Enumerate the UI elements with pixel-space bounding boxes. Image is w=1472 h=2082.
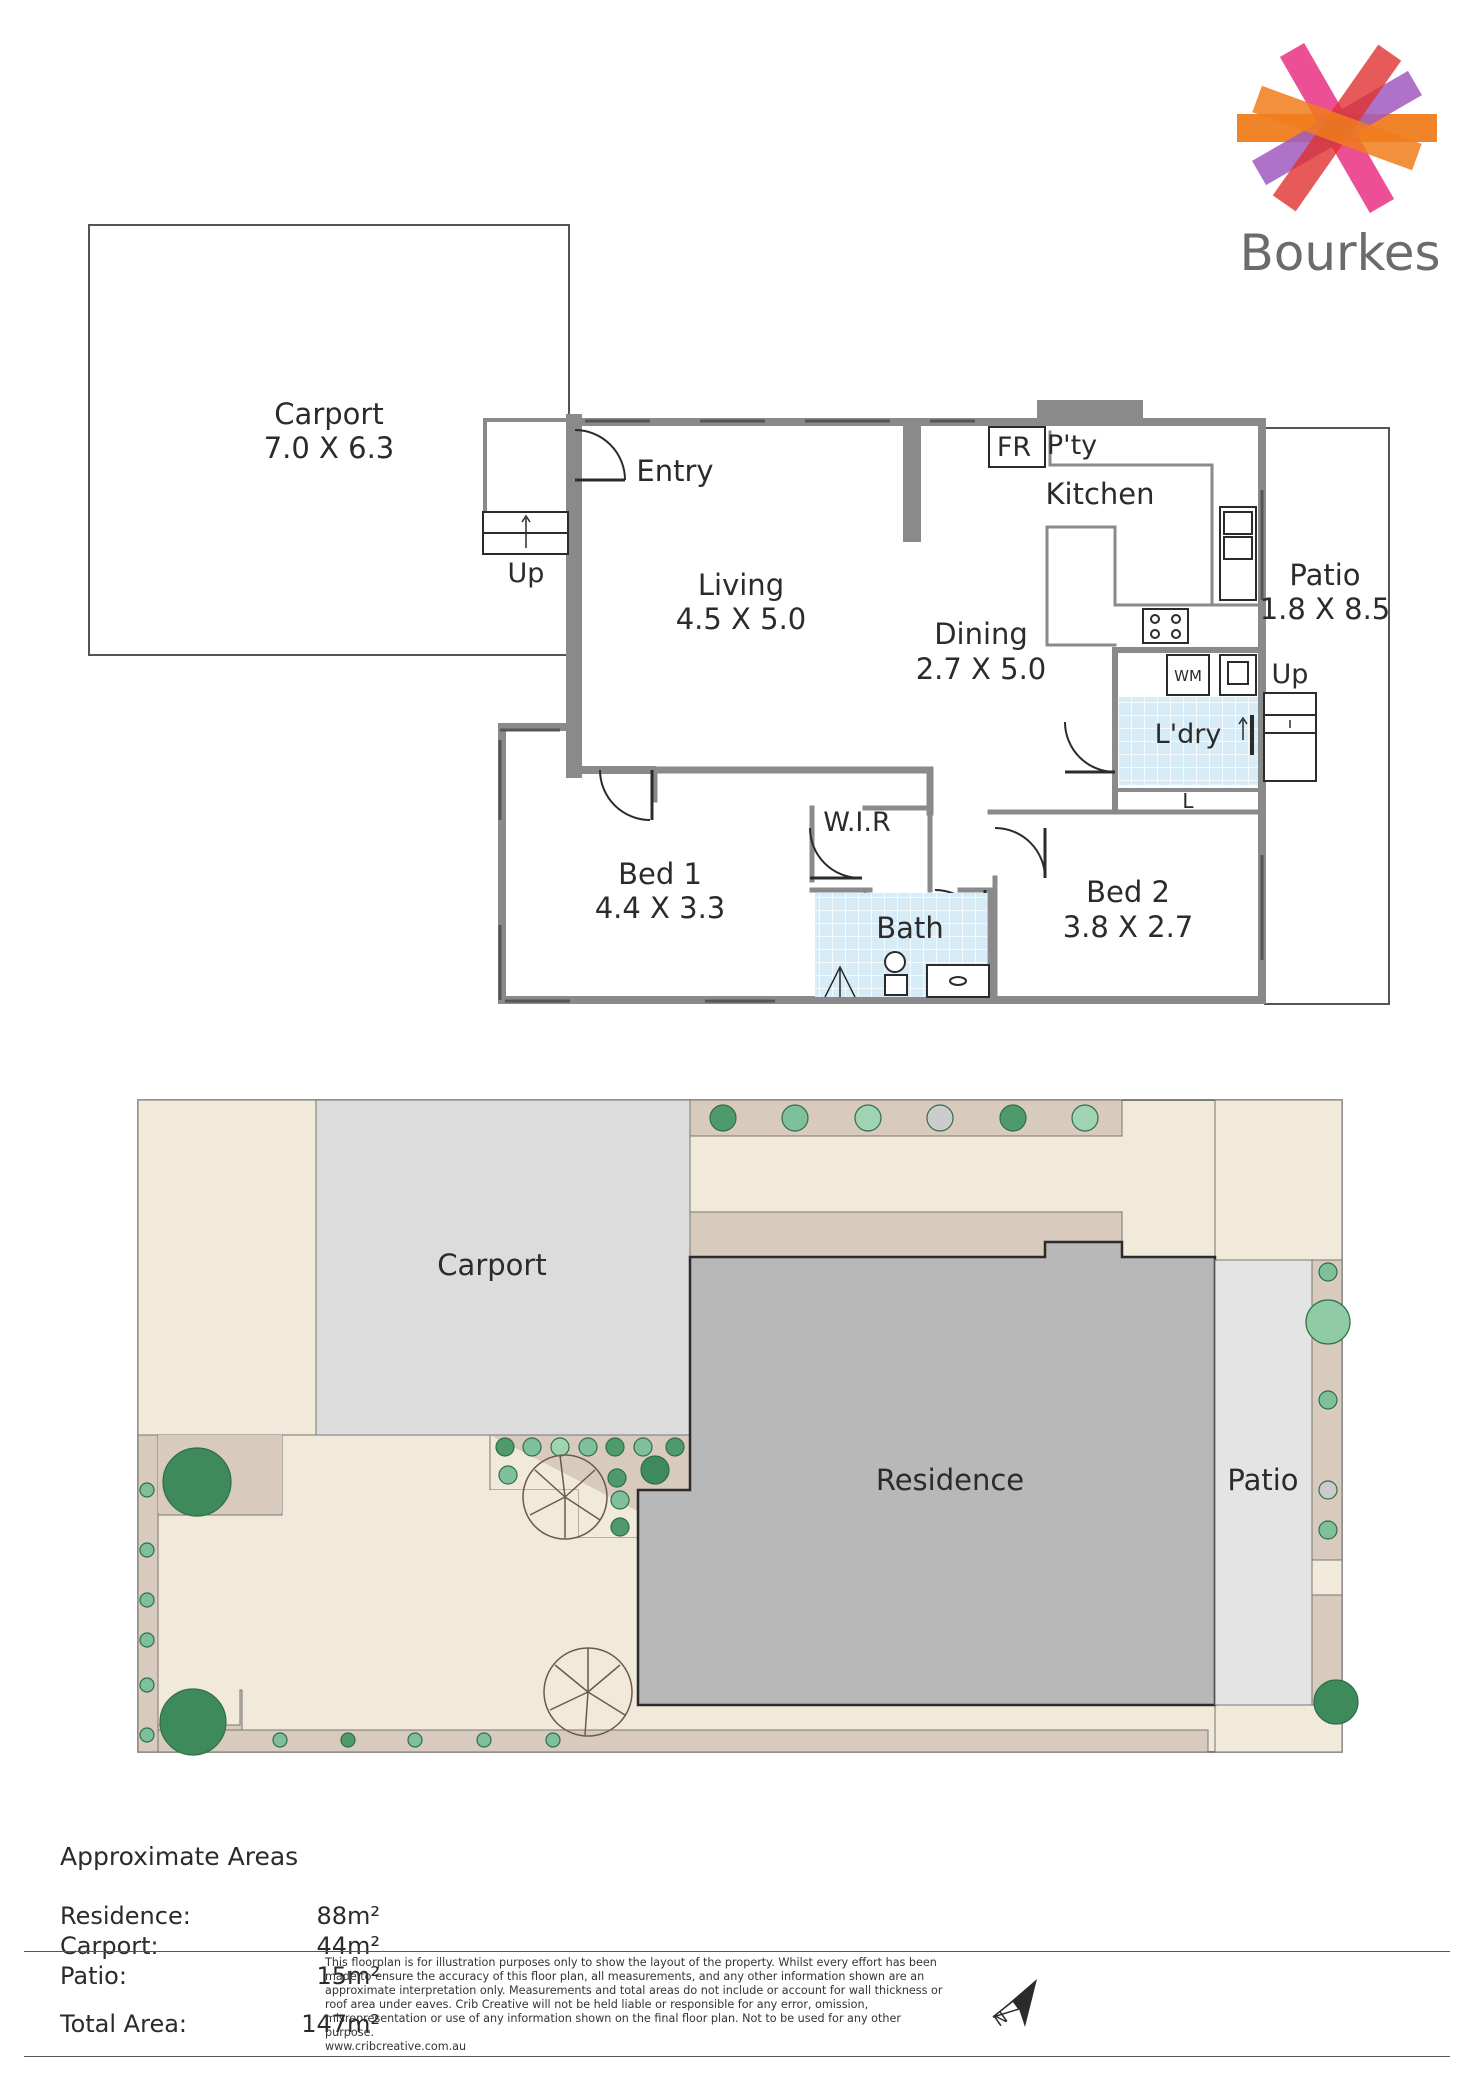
area-value: 44m² <box>316 1932 380 1960</box>
windows <box>498 419 1264 1003</box>
disclaimer-text: This floorplan is for illustration purpo… <box>325 1956 943 2039</box>
laundry-label: L'dry <box>1155 719 1222 750</box>
property-plan: Up Up <box>88 224 1391 1756</box>
north-arrow: N <box>985 1975 1045 2035</box>
small-plant-icon <box>139 1262 1338 1748</box>
toilet-icon <box>884 951 906 973</box>
shrub-icon <box>709 1104 1099 1132</box>
area-label: Total Area: <box>60 2010 187 2038</box>
bourkes-logo: Bourkes <box>1225 20 1455 290</box>
site-plan: Carport Residence Patio <box>137 1099 1359 1756</box>
area-value: 15m² <box>316 1962 380 1990</box>
floor-plan: Up Up <box>88 224 1391 1005</box>
washer-label: WM <box>1174 667 1202 685</box>
entry-label: Entry <box>636 454 713 488</box>
area-label: Carport: <box>60 1932 159 1960</box>
area-label: Patio: <box>60 1962 127 1990</box>
house-walls <box>483 400 1266 1004</box>
site-residence-label: Residence <box>876 1463 1024 1497</box>
living-dims: 4.5 X 5.0 <box>676 602 807 636</box>
bed2-label: Bed 2 <box>1086 875 1170 909</box>
pantry-label: P'ty <box>1047 430 1097 461</box>
site-carport <box>315 1099 691 1436</box>
site-patio <box>1214 1259 1313 1706</box>
laundry-fixtures <box>1166 654 1257 755</box>
cooktop-icon <box>1142 608 1189 644</box>
bed1-dims: 4.4 X 3.3 <box>595 891 726 925</box>
carport-dims: 7.0 X 6.3 <box>264 431 395 465</box>
plants <box>139 1104 1359 1756</box>
dining-label: Dining <box>934 617 1028 651</box>
linen-label: L <box>1182 789 1194 813</box>
carport-label: Carport <box>274 397 383 431</box>
brand-name: Bourkes <box>1239 224 1440 282</box>
area-row-patio: Patio: 15m² <box>60 1961 380 1991</box>
carport-outline <box>88 224 570 656</box>
site-patio-label: Patio <box>1227 1463 1298 1497</box>
areas-summary: Approximate Areas Residence: 88m² Carpor… <box>60 1842 380 2039</box>
footer-divider-bottom <box>24 2056 1450 2057</box>
stairs-right-label: Up <box>1272 659 1309 690</box>
area-value: 147m² <box>301 2010 380 2038</box>
north-arrow-icon: N <box>990 1979 1037 2030</box>
kitchen-fixtures <box>988 426 1257 644</box>
tree-icon <box>159 1299 1359 1756</box>
living-label: Living <box>698 568 784 602</box>
logo-star-icon <box>1237 43 1437 213</box>
wir-label: W.I.R <box>823 807 891 838</box>
bath-fixtures <box>824 951 990 998</box>
bed2-dims: 3.8 X 2.7 <box>1063 910 1194 944</box>
bed1-label: Bed 1 <box>618 857 702 891</box>
fridge-label: FR <box>997 432 1031 463</box>
patio-dims: 1.8 X 8.5 <box>1260 592 1391 626</box>
dining-dims: 2.7 X 5.0 <box>916 652 1047 686</box>
washer-icon <box>1166 654 1210 696</box>
stairs-left <box>482 511 569 555</box>
site-carport-label: Carport <box>437 1248 546 1282</box>
area-value: 88m² <box>316 1902 380 1930</box>
bath-label: Bath <box>876 911 943 945</box>
doors <box>574 429 1116 941</box>
disclaimer-website: www.cribcreative.com.au <box>325 2040 467 2053</box>
deciduous-tree-icon <box>522 1454 633 1737</box>
area-row-total: Total Area: 147m² <box>60 2009 380 2039</box>
patio-label: Patio <box>1289 558 1360 592</box>
kitchen-label: Kitchen <box>1046 477 1155 511</box>
laundry-tiles <box>1118 697 1258 785</box>
footer-divider-top <box>24 1951 1450 1952</box>
stairs-right <box>1263 692 1317 782</box>
stairs-left-label: Up <box>508 558 545 589</box>
areas-title: Approximate Areas <box>60 1842 299 1871</box>
disclaimer: This floorplan is for illustration purpo… <box>325 1956 945 2054</box>
area-label: Residence: <box>60 1902 191 1930</box>
area-row-residence: Residence: 88m² <box>60 1901 380 1931</box>
site-residence <box>636 1240 1217 1707</box>
area-row-carport: Carport: 44m² <box>60 1931 380 1961</box>
